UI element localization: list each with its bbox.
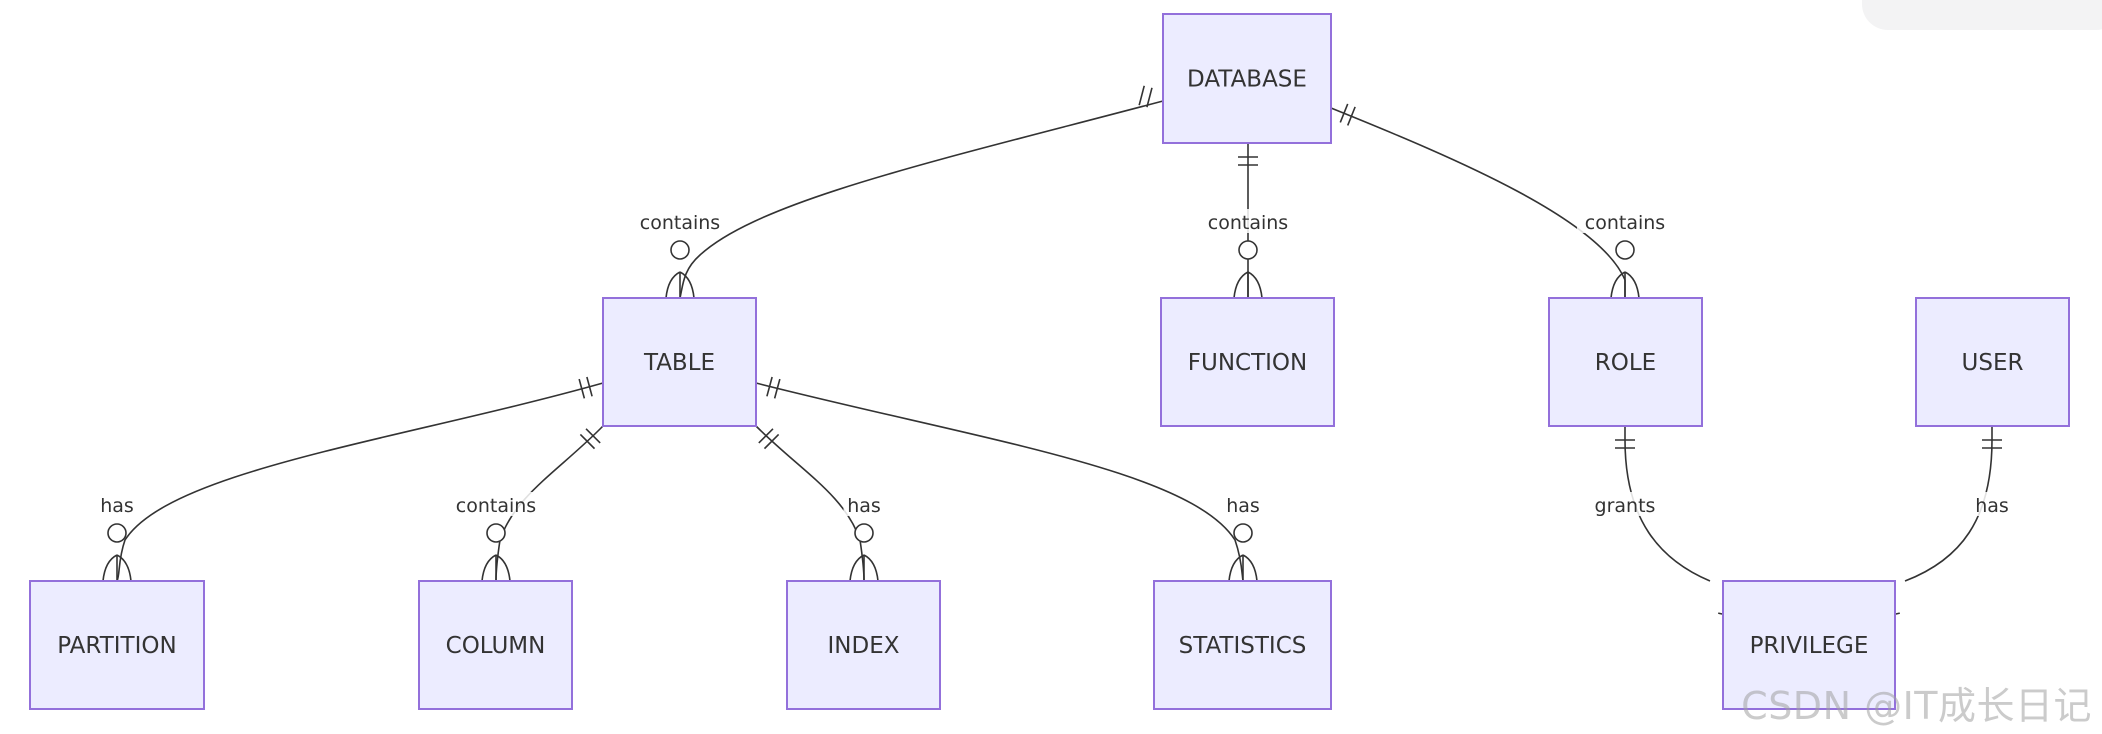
zero-or-more-marker — [481, 523, 511, 582]
relationship-label: contains — [456, 495, 536, 517]
entity-box — [1153, 580, 1332, 710]
relationship-label: contains — [1208, 212, 1288, 234]
entity-label: STATISTICS — [1179, 633, 1307, 659]
relationship-label: grants — [1595, 495, 1656, 517]
zero-or-more-marker — [1228, 523, 1258, 582]
relationship-line-TABLE-STATISTICS — [755, 382, 1244, 582]
relationship-line-DATABASE-ROLE — [1330, 107, 1626, 298]
exactly-one-marker — [1615, 439, 1635, 449]
zero-or-more-marker — [102, 523, 132, 582]
entity-label: TABLE — [643, 350, 715, 376]
relationship-labels: contains contains contains has contains has ha… — [96, 209, 2013, 517]
entity-label: FUNCTION — [1188, 350, 1307, 376]
exactly-one-marker — [1238, 156, 1258, 166]
entity-label: PRIVILEGE — [1750, 633, 1869, 659]
relationship-label: has — [847, 495, 881, 517]
entity-index: INDEX — [786, 580, 941, 710]
entity-box — [1915, 297, 2070, 427]
relationship-label-bg — [632, 209, 728, 233]
relationship-label-bg — [1577, 209, 1673, 233]
relationship-label-bg — [96, 492, 138, 516]
relationship-label-bg — [448, 492, 544, 516]
zero-or-more-marker — [849, 523, 879, 582]
relationship-label-bg — [1588, 492, 1662, 516]
exactly-one-marker — [1339, 103, 1356, 126]
entity-label: COLUMN — [446, 633, 546, 659]
exactly-one-marker — [758, 428, 780, 450]
entity-statistics: STATISTICS — [1153, 580, 1332, 710]
entity-user: USER — [1915, 297, 2070, 427]
entity-database: DATABASE — [1162, 13, 1332, 144]
entity-partition: PARTITION — [29, 580, 205, 710]
exactly-one-marker — [579, 428, 601, 450]
exactly-one-marker — [1982, 439, 2002, 449]
relationship-label-bg — [1222, 492, 1264, 516]
relationship-label: has — [1226, 495, 1260, 517]
relationship-line-ROLE-PRIVILEGE — [1624, 426, 1711, 582]
entity-label: USER — [1962, 350, 2024, 376]
zero-or-more-marker — [665, 240, 695, 299]
cardinality-markers — [102, 85, 2002, 627]
relationship-label: has — [100, 495, 134, 517]
entities: DATABASE TABLE FUNCTION ROLE USER PARTITION CO… — [29, 13, 2070, 710]
entity-function: FUNCTION — [1160, 297, 1335, 427]
zero-or-more-marker — [1233, 240, 1263, 299]
relationship-label: contains — [1585, 212, 1665, 234]
entity-label: DATABASE — [1187, 67, 1307, 93]
exactly-one-marker — [766, 376, 781, 399]
entity-label: PARTITION — [57, 633, 176, 659]
zero-or-more-marker — [1610, 240, 1640, 299]
exactly-one-marker — [1138, 85, 1153, 108]
entity-box — [1160, 297, 1335, 427]
relationship-line-TABLE-PARTITION — [116, 382, 604, 582]
relationship-label-bg — [843, 492, 885, 516]
relationship-label-bg — [1200, 209, 1296, 233]
entity-table: TABLE — [602, 297, 757, 427]
entity-privilege: PRIVILEGE — [1722, 580, 1896, 710]
relationship-lines — [116, 100, 1993, 582]
relationship-line-USER-PRIVILEGE — [1904, 426, 1993, 582]
entity-label: ROLE — [1595, 350, 1656, 376]
entity-box — [1722, 580, 1896, 710]
relationship-label: has — [1975, 495, 2009, 517]
entity-role: ROLE — [1548, 297, 1703, 427]
entity-box — [786, 580, 941, 710]
entity-box — [1162, 13, 1332, 144]
entity-box — [1548, 297, 1703, 427]
entity-box — [602, 297, 757, 427]
exactly-one-marker — [578, 376, 593, 399]
corner-toolbar-widget — [1862, 0, 2102, 30]
entity-label: INDEX — [828, 633, 900, 659]
entity-box — [29, 580, 205, 710]
entity-box — [418, 580, 573, 710]
relationship-line-DATABASE-TABLE — [679, 100, 1164, 299]
entity-column: COLUMN — [418, 580, 573, 710]
relationship-label-bg — [1971, 492, 2013, 516]
relationship-label: contains — [640, 212, 720, 234]
watermark: CSDN @IT成长日记 — [1741, 684, 2092, 728]
